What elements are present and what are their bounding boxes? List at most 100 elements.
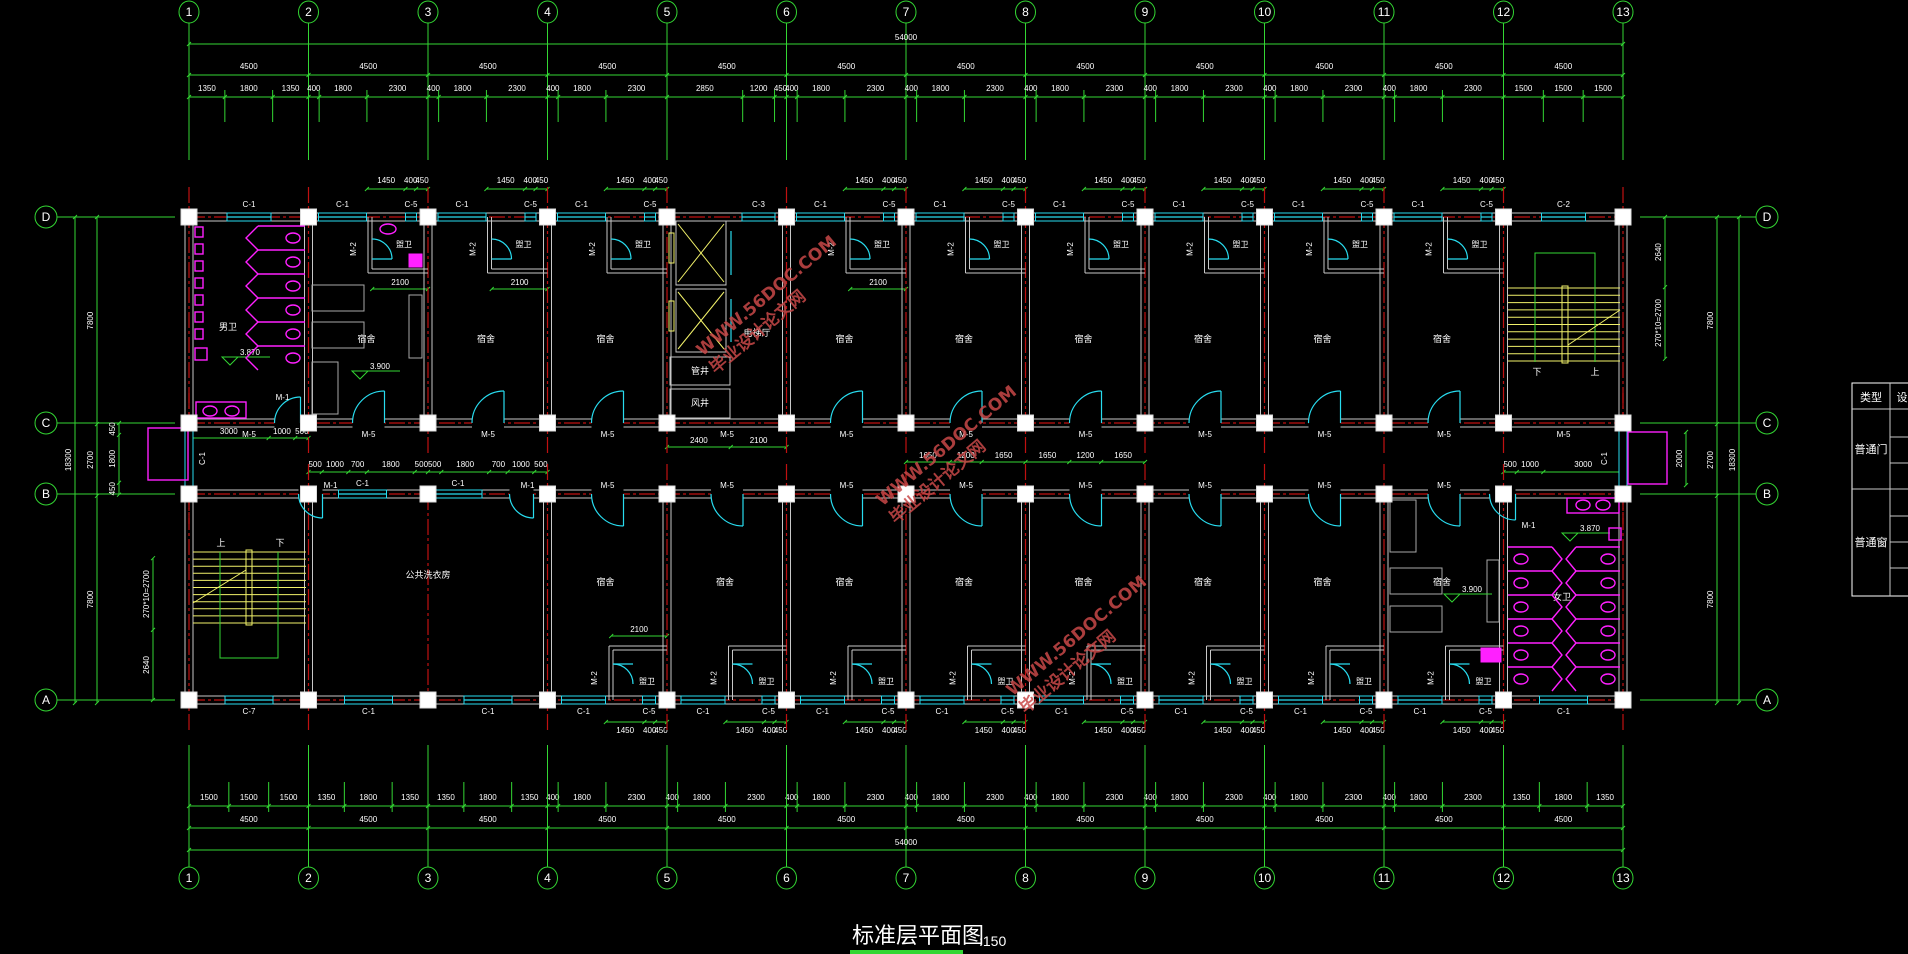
bath-door-swing — [1449, 663, 1471, 685]
dim-bays-bottom-label: 4500 — [598, 815, 616, 824]
window-bottom-label: C-5 — [1001, 707, 1014, 716]
door-male-wc-gap — [274, 418, 301, 428]
window-bottom-label: C-1 — [482, 707, 495, 716]
dim-bath-bottom-label: 400 — [1360, 726, 1374, 735]
dim-bath-bottom-label: 450 — [1252, 726, 1266, 735]
dim-bath-bottom-tick — [1000, 719, 1006, 725]
bath-label: 盥卫 — [1233, 239, 1249, 249]
structural-column — [1256, 208, 1273, 226]
structural-column — [778, 208, 795, 226]
window-top-label: C-5 — [1122, 200, 1135, 209]
elevation-dorm-marker — [350, 370, 370, 380]
dim-bath-top-label: 450 — [535, 176, 549, 185]
toilet — [1513, 601, 1529, 613]
door-dorm-swing — [1427, 390, 1461, 424]
structural-column — [897, 208, 915, 226]
axis-bubble-bottom — [656, 866, 678, 890]
dim-detail-bottom-label: 400 — [1024, 793, 1038, 802]
structural-column — [897, 414, 915, 432]
dim-bath-top-label: 400 — [1121, 176, 1135, 185]
dim-bays-bottom-tick — [664, 825, 670, 831]
dim-bays-bottom-label: 4500 — [718, 815, 736, 824]
dim-detail-top-label: 1800 — [1410, 84, 1428, 93]
dim-laundry-label: 1000 — [326, 460, 344, 469]
axis-label-top: 3 — [425, 5, 432, 19]
dim-detail-top-label: 1200 — [750, 84, 768, 93]
axis-label-top: 12 — [1497, 5, 1511, 19]
bath-label: 盥卫 — [639, 676, 655, 686]
dim-bays-top-label: 4500 — [240, 62, 258, 71]
dim-bays-bottom-label: 4500 — [1315, 815, 1333, 824]
structural-column — [1136, 485, 1154, 503]
sink — [1575, 499, 1591, 511]
bath-door-label: M-2 — [469, 242, 478, 256]
dim-bays-top-label: 4500 — [718, 62, 736, 71]
dim-total-right-tick — [1736, 700, 1742, 706]
dim-bays-bottom-tick — [1023, 825, 1028, 831]
door-dorm-swing — [590, 493, 624, 527]
structural-column — [1614, 485, 1632, 503]
stall-door — [1551, 546, 1563, 572]
stair-right-landing — [1534, 252, 1596, 362]
door-laundry-swing — [508, 493, 534, 519]
dim-bays-top-tick — [784, 72, 789, 78]
stair-left-handrail — [245, 549, 253, 626]
dim-bath-bottom-tick — [1369, 719, 1375, 725]
window-top-label: C-5 — [1241, 200, 1254, 209]
dim-detail-top-label: 400 — [546, 84, 560, 93]
axis-label-bottom: 5 — [664, 871, 671, 885]
dim-detail-bottom-label: 1350 — [1513, 793, 1531, 802]
door-dorm-swing — [829, 493, 863, 527]
dim-bath-top-label: 450 — [654, 176, 668, 185]
dim-detail-top-label: 400 — [785, 84, 799, 93]
window-bottom-label: C-5 — [1360, 707, 1373, 716]
window-corridor-end — [1618, 430, 1628, 487]
stair-label-up: 上 — [1590, 367, 1599, 377]
dim-bays-top-tick — [903, 72, 909, 78]
bath-door-swing — [371, 238, 393, 260]
toilet — [1600, 553, 1616, 565]
door-label: M-5 — [601, 430, 615, 439]
dim-bays-bottom-tick — [186, 825, 192, 831]
dim-detail-bottom-label: 1800 — [932, 793, 950, 802]
axis-bubble-right — [1755, 482, 1779, 506]
dim-detail-top-label: 1800 — [240, 84, 258, 93]
door-label: M-5 — [1079, 430, 1093, 439]
door-dorm-swing — [351, 390, 385, 424]
dim-rows-right-label: 2700 — [1706, 451, 1715, 469]
sink — [224, 405, 240, 417]
dim-bath-bottom-tick — [1130, 719, 1136, 725]
table-row-door: 普通门 — [1855, 442, 1888, 456]
bath-label: 盥卫 — [1356, 676, 1372, 686]
bath-door-label: M-2 — [1307, 671, 1316, 685]
dim-bath-top-label: 450 — [1371, 176, 1385, 185]
stair-label-up: 上 — [216, 538, 225, 548]
dim-detail-top-label: 2300 — [986, 84, 1004, 93]
bath-door-label: M-2 — [1188, 671, 1197, 685]
dim-bath-bottom-tick — [842, 719, 848, 725]
door-label: M-5 — [1198, 481, 1212, 490]
dim-bath-bottom-tick — [881, 719, 886, 725]
door-label: M-5 — [1079, 481, 1093, 490]
axis-label-bottom: 2 — [305, 871, 312, 885]
bath-label: 盥卫 — [1476, 676, 1492, 686]
door-dorm-swing — [710, 493, 744, 527]
door-dorm-gap — [1069, 418, 1102, 428]
dim-bath-top-label: 450 — [1132, 176, 1146, 185]
corridor-end-balcony — [147, 427, 189, 481]
window-bottom-label: C-5 — [762, 707, 775, 716]
structural-column — [1256, 485, 1273, 503]
dim-bath-top-tick — [1120, 186, 1125, 192]
title-underline — [850, 950, 963, 954]
dim-bath-top-tick — [522, 186, 528, 192]
dim-corridor-mid-label: 1650 — [995, 451, 1013, 460]
dim-rows-left-label: 2700 — [86, 451, 95, 469]
dim-bath-top-tick — [533, 186, 538, 192]
dim-bays-top-tick — [425, 72, 431, 78]
toilet — [1600, 577, 1616, 589]
dim-bays-bottom-label: 4500 — [1196, 815, 1214, 824]
bath-label: 盥卫 — [1237, 676, 1253, 686]
bath-door-swing — [1088, 238, 1110, 260]
dim-bays-top-label: 4500 — [1435, 62, 1453, 71]
axis-bubble-bottom — [298, 866, 319, 890]
